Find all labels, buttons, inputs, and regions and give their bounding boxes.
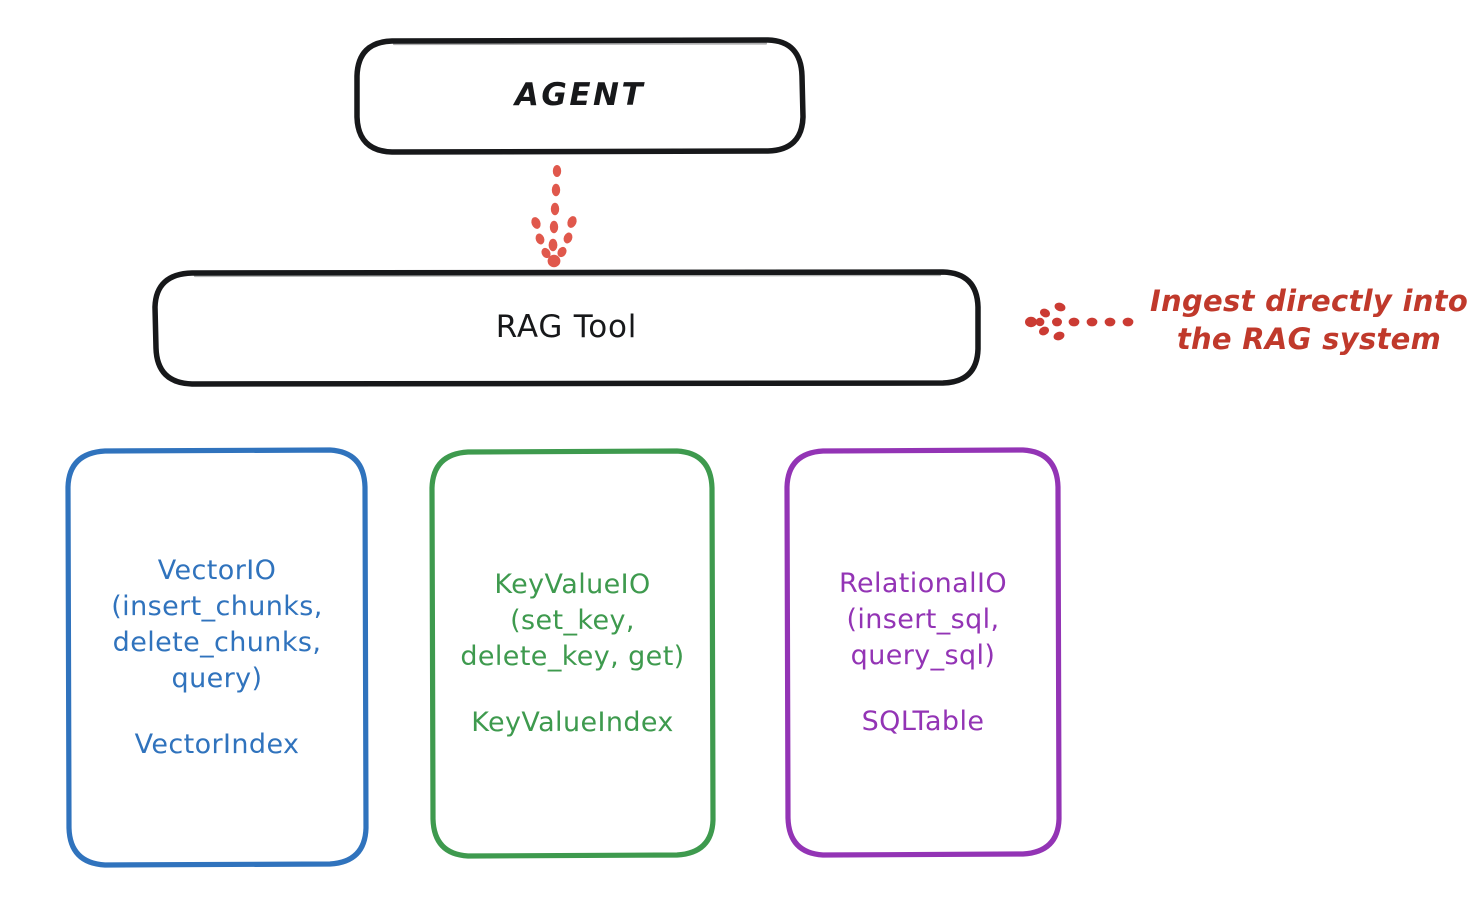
- relational-io-index: SQLTable: [861, 705, 985, 737]
- ingest-annotation-text: Ingest directly into the RAG system: [1149, 284, 1469, 357]
- relational-io-signature: RelationalIO (insert_sql, query_sql): [839, 568, 1007, 671]
- relational-io-node-label: RelationalIO (insert_sql, query_sql) SQL…: [787, 451, 1059, 855]
- rag-tool-node-label: RAG Tool: [495, 309, 638, 346]
- key-value-io-node-label: KeyValueIO (set_key, delete_key, get) Ke…: [432, 452, 713, 856]
- key-value-io-index: KeyValueIndex: [471, 706, 674, 738]
- agent-to-rag-tool-arrow: [531, 165, 577, 268]
- vector-io-node-label: VectorIO (insert_chunks, delete_chunks, …: [68, 451, 366, 865]
- vector-io-index: VectorIndex: [134, 728, 300, 760]
- vector-io-signature: VectorIO (insert_chunks, delete_chunks, …: [111, 555, 323, 694]
- annotation-to-rag-tool-arrow: [1025, 302, 1134, 341]
- agent-node-label: AGENT: [514, 77, 646, 114]
- key-value-io-signature: KeyValueIO (set_key, delete_key, get): [460, 569, 685, 672]
